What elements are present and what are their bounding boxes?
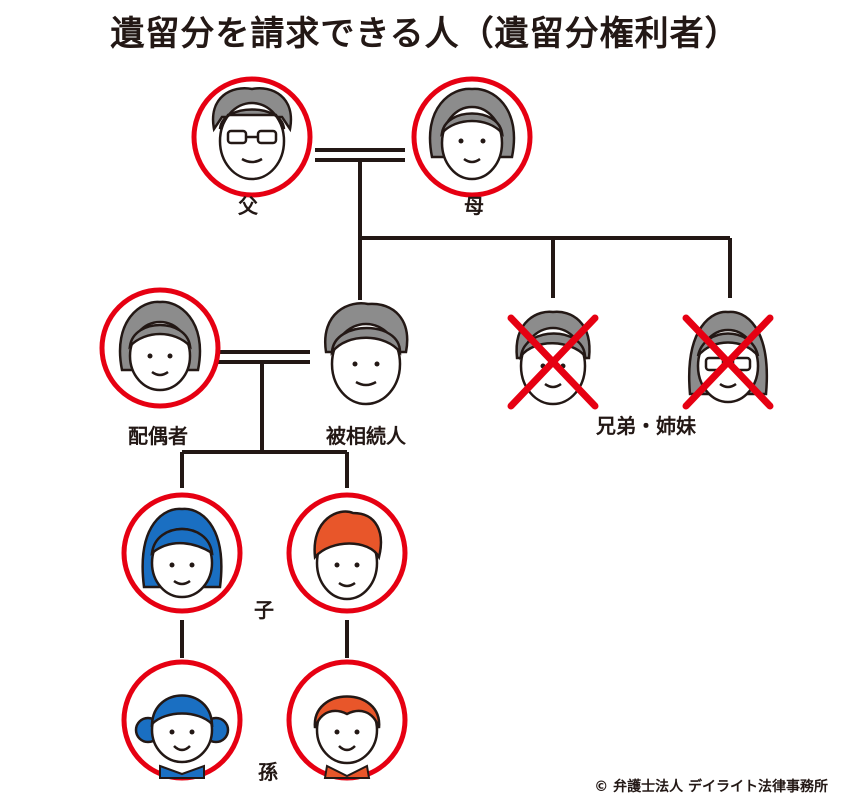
copyright-notice: © 弁護士法人 デイライト法律事務所 bbox=[594, 779, 828, 795]
label-decedent: 被相続人 bbox=[326, 424, 406, 448]
child-daughter-avatar bbox=[121, 492, 243, 614]
exclusion-cross-icon bbox=[507, 314, 599, 410]
decedent-avatar bbox=[323, 302, 409, 406]
label-children: 子 bbox=[254, 598, 274, 622]
label-spouse: 配偶者 bbox=[128, 424, 188, 448]
sibling-sister-avatar bbox=[682, 310, 774, 410]
page-title: 遺留分を請求できる人（遺留分権利者） bbox=[110, 14, 740, 54]
sibling-brother-avatar bbox=[507, 310, 599, 410]
grandchild-boy-avatar bbox=[286, 659, 408, 781]
father-avatar bbox=[191, 76, 313, 198]
exclusion-cross-icon bbox=[682, 314, 774, 410]
label-siblings: 兄弟・姉妹 bbox=[596, 414, 696, 438]
spouse-avatar bbox=[99, 287, 221, 409]
child-son-avatar bbox=[286, 492, 408, 614]
label-father: 父 bbox=[238, 194, 258, 218]
connector-lines bbox=[180, 148, 732, 658]
label-grandchildren: 孫 bbox=[258, 760, 278, 784]
mother-avatar bbox=[411, 76, 533, 198]
grandchild-girl-avatar bbox=[121, 659, 243, 781]
label-mother: 母 bbox=[464, 194, 484, 218]
